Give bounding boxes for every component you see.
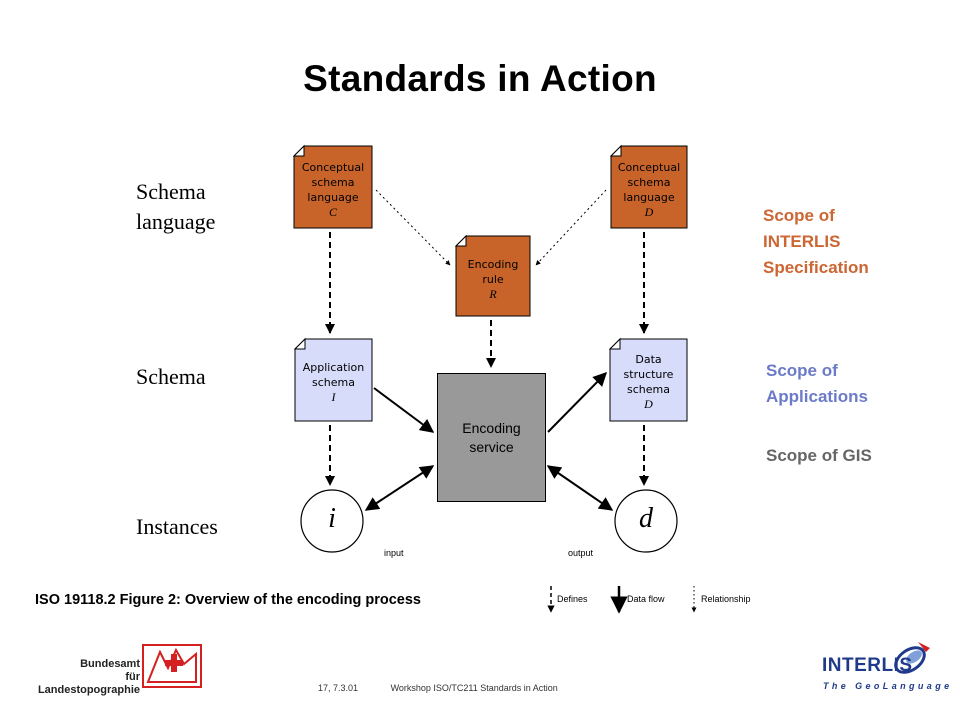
doc-application-schema: Application schema I: [302, 360, 365, 404]
interlis-logo-name: INTERLIS: [822, 655, 913, 676]
instance-i-label: i: [328, 503, 336, 534]
scope-applications: Scope of Applications: [766, 361, 869, 406]
row-label-instances: Instances: [136, 514, 218, 539]
scope-interlis: Scope of INTERLIS Specification: [763, 206, 869, 277]
figure-caption: ISO 19118.2 Figure 2: Overview of the en…: [35, 592, 421, 608]
swisstopo-emblem-icon: [142, 644, 202, 688]
dataflow-arrow-schema-to-service: [373, 387, 435, 433]
row-label-schema: Schema: [136, 364, 206, 389]
legend-dataflow-label: Data flow: [627, 594, 665, 604]
instance-d-label: d: [639, 503, 653, 534]
output-label: output: [568, 548, 594, 558]
relationship-line-left: [375, 189, 451, 266]
dataflow-arrow-output: [546, 465, 614, 511]
swisstopo-logo-text: Bundesamt für Landestopographie: [37, 658, 140, 696]
scope-gis: Scope of GIS: [766, 446, 872, 465]
doc-conceptual-right: Conceptual schema language D: [617, 161, 681, 219]
instance-i-circle: [300, 489, 364, 553]
doc-conceptual-left-shape: [292, 144, 373, 229]
dataflow-arrow-input: [364, 465, 435, 511]
footer-event: Workshop ISO/TC211 Standards in Action: [390, 683, 558, 693]
interlis-logo-tagline: The GeoLanguage: [823, 681, 953, 691]
doc-data-structure-schema: Data structure schema D: [623, 353, 674, 411]
relationship-line-right: [535, 189, 607, 266]
dataflow-arrow-service-to-dataschema: [547, 372, 607, 433]
doc-data-structure-schema-shape: [608, 337, 688, 422]
row-label-schema-language: Schema language: [136, 179, 216, 234]
input-label: input: [384, 548, 404, 558]
encoding-service-box: Encoding service: [437, 373, 546, 502]
doc-encoding-rule: Encoding rule R: [467, 257, 519, 301]
doc-encoding-rule-shape: [454, 234, 531, 317]
doc-conceptual-left: Conceptual schema language C: [301, 161, 365, 219]
legend-defines-label: Defines: [557, 594, 588, 604]
doc-conceptual-right-shape: [609, 144, 688, 229]
doc-application-schema-shape: [293, 337, 373, 422]
instance-d-circle: [614, 489, 678, 553]
footer: 17, 7.3.01 Workshop ISO/TC211 Standards …: [318, 683, 588, 693]
page-title: Standards in Action: [303, 58, 657, 99]
legend-relationship-label: Relationship: [701, 594, 751, 604]
footer-page: 17, 7.3.01: [318, 683, 359, 693]
interlis-logo-icon: [894, 642, 930, 674]
